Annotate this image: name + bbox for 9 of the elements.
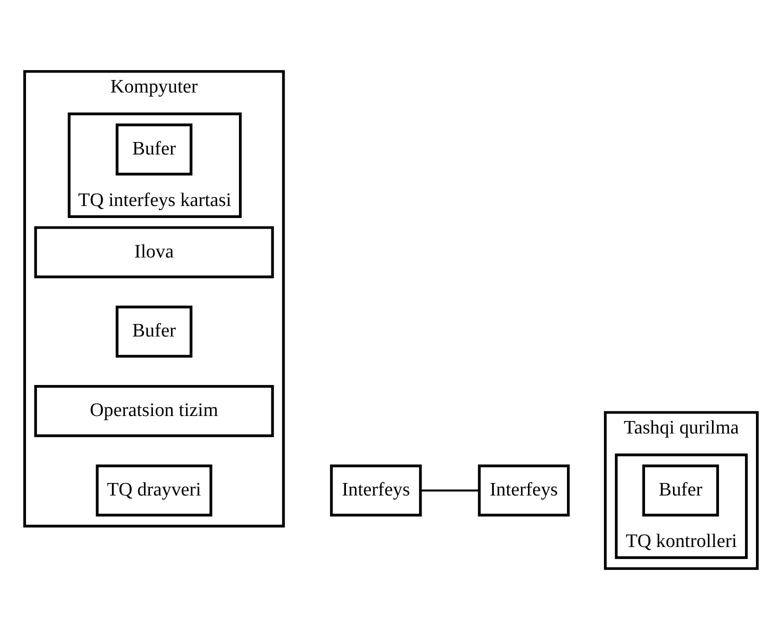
node-box: Ilova xyxy=(34,226,274,278)
node-box: Operatsion tizim xyxy=(34,385,274,438)
node-box: TQ drayveri xyxy=(96,464,212,517)
node-box: Interfeys xyxy=(478,464,570,517)
node-box: Bufer xyxy=(116,123,192,176)
connector xyxy=(420,489,480,492)
node-box: Bufer xyxy=(642,464,719,517)
node-box: Bufer xyxy=(116,306,192,358)
node-box: Interfeys xyxy=(330,464,422,517)
